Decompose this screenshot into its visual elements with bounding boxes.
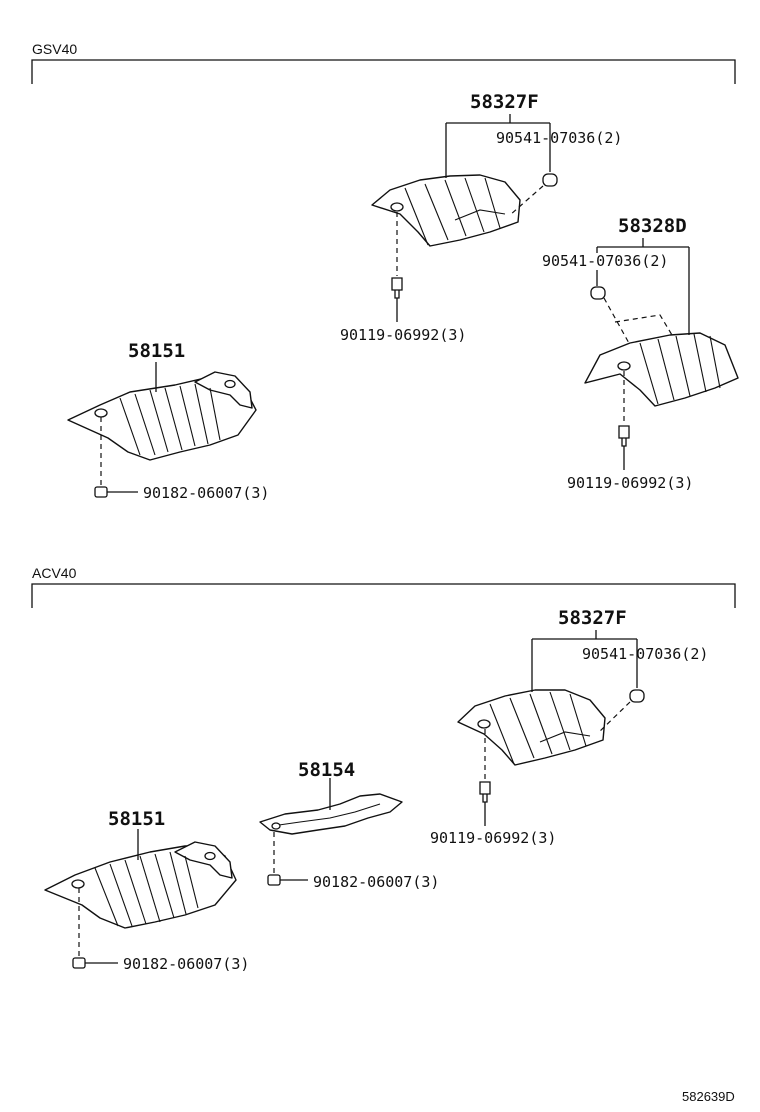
grommet-icon-gsv40-a — [542, 173, 558, 187]
label-58327f-gsv40: 58327F — [470, 91, 539, 113]
label-nut-58151-acv40: 90182-06007(3) — [123, 955, 249, 973]
nut-icon-acv40-a — [72, 957, 86, 969]
heat-insulator-58328d-gsv40 — [584, 332, 739, 407]
nut-icon-gsv40 — [94, 486, 108, 498]
label-58328d-gsv40: 58328D — [618, 215, 687, 237]
section-gsv40: GSV40 58151 90182-06007(3) 58327F — [31, 41, 739, 502]
figure-id: 582639D — [682, 1089, 735, 1104]
bolt-icon-gsv40-a — [391, 277, 403, 299]
label-bolt-58327f-acv40: 90119-06992(3) — [430, 829, 556, 847]
heat-insulator-58327f-acv40 — [457, 689, 606, 766]
bolt-icon-acv40 — [479, 781, 491, 803]
bolt-icon-gsv40-b — [618, 425, 630, 447]
section-title-gsv40: GSV40 — [32, 41, 77, 57]
label-58151-gsv40: 58151 — [128, 340, 185, 362]
label-grommet-58328d-gsv40: 90541-07036(2) — [542, 252, 668, 270]
label-bolt-58328d-gsv40: 90119-06992(3) — [567, 474, 693, 492]
section-title-acv40: ACV40 — [32, 565, 77, 581]
label-58327f-acv40: 58327F — [558, 607, 627, 629]
heat-insulator-58327f-gsv40 — [371, 174, 521, 247]
label-bolt-58327f-gsv40: 90119-06992(3) — [340, 326, 466, 344]
section-bracket-gsv40 — [31, 59, 736, 84]
label-nut-58151-gsv40: 90182-06007(3) — [143, 484, 269, 502]
label-grommet-58327f-gsv40: 90541-07036(2) — [496, 129, 622, 147]
section-acv40: ACV40 58151 90182-06007(3) 58154 — [31, 565, 736, 973]
section-bracket-acv40 — [31, 583, 736, 608]
label-nut-58154-acv40: 90182-06007(3) — [313, 873, 439, 891]
label-58151-acv40: 58151 — [108, 808, 165, 830]
heat-insulator-58151-acv40 — [44, 841, 237, 929]
heat-insulator-58154-acv40 — [259, 793, 403, 835]
grommet-icon-acv40 — [629, 689, 645, 703]
label-grommet-58327f-acv40: 90541-07036(2) — [582, 645, 708, 663]
label-58154-acv40: 58154 — [298, 759, 355, 781]
heat-insulator-58151-gsv40 — [67, 371, 257, 461]
nut-icon-acv40-b — [267, 874, 281, 886]
grommet-icon-gsv40-b — [590, 286, 606, 300]
